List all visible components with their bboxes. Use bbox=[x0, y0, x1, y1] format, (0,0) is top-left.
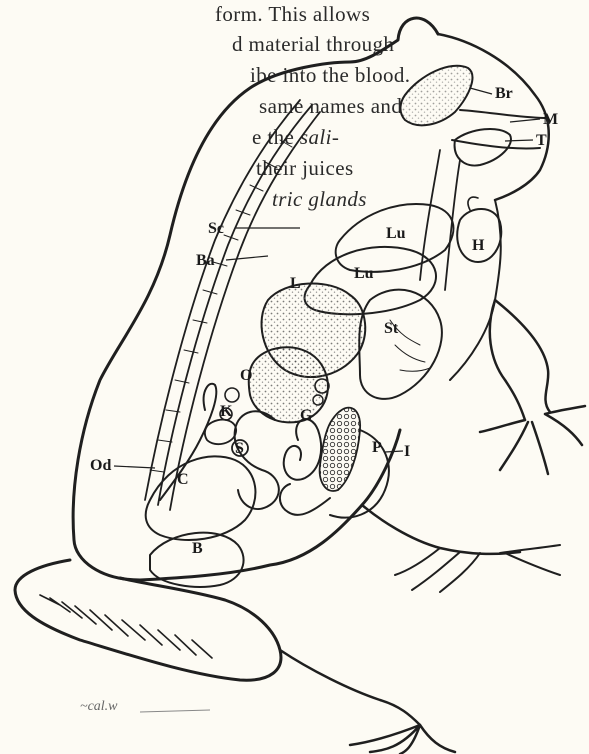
intestine-coils bbox=[235, 411, 330, 515]
label-lu-1: Lu bbox=[386, 225, 406, 242]
kidney bbox=[205, 420, 236, 445]
label-k: K bbox=[220, 403, 233, 420]
artist-signature: ~cal.w bbox=[80, 699, 118, 714]
ovary-a bbox=[225, 388, 239, 402]
front-foot bbox=[480, 406, 585, 474]
label-h: H bbox=[472, 237, 485, 254]
hind-shank-outline bbox=[280, 650, 420, 725]
label-od: Od bbox=[90, 457, 111, 474]
label-ba: Ba bbox=[196, 252, 215, 269]
hind-toes bbox=[395, 545, 560, 592]
front-leg-outline bbox=[490, 300, 550, 420]
label-g: G bbox=[300, 407, 313, 424]
label-m: M bbox=[543, 111, 558, 128]
label-c: C bbox=[177, 471, 189, 488]
label-t: T bbox=[536, 132, 547, 149]
mouth-line bbox=[460, 110, 548, 118]
label-st: St bbox=[384, 320, 399, 337]
heart bbox=[457, 209, 501, 262]
brain bbox=[400, 66, 472, 125]
label-br: Br bbox=[495, 85, 513, 102]
thigh-ridges bbox=[40, 595, 212, 658]
hind-thigh-outline bbox=[15, 560, 281, 680]
pancreas bbox=[320, 408, 360, 491]
label-b: B bbox=[192, 540, 203, 557]
label-i: I bbox=[404, 443, 410, 460]
heart-vessel bbox=[468, 197, 478, 210]
jaw-line bbox=[452, 140, 540, 148]
label-l: L bbox=[290, 275, 301, 292]
stomach bbox=[359, 290, 442, 399]
label-lu-2: Lu bbox=[354, 265, 374, 282]
hind-lower-leg bbox=[362, 505, 520, 554]
hind-foot bbox=[350, 725, 455, 754]
label-sc: Sc bbox=[208, 220, 224, 237]
label-o: O bbox=[240, 367, 252, 384]
label-s: S bbox=[235, 440, 244, 457]
label-p: P bbox=[372, 439, 382, 456]
oesophagus bbox=[420, 150, 460, 290]
